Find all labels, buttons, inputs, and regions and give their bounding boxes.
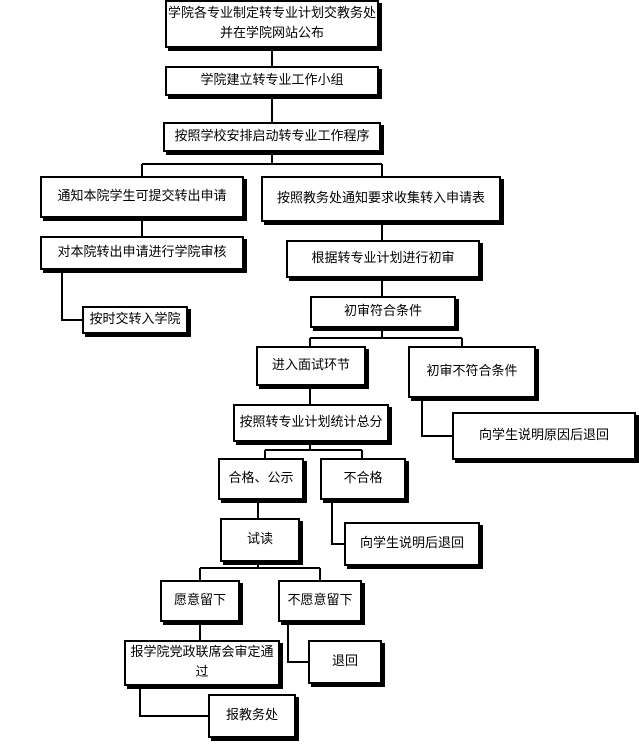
step-review-transfer-out: 对本院转出申请进行学院审核 — [40, 236, 244, 270]
node-label: 根据转专业计划进行初审 — [311, 251, 455, 266]
step-start-procedure: 按照学校安排启动转专业工作程序 — [163, 122, 381, 152]
node-label: 按时交转入学院 — [89, 312, 181, 327]
node-label: 不愿意留下 — [287, 593, 353, 608]
step-unqualified: 不合格 — [320, 458, 406, 500]
node-label: 报教务处 — [225, 708, 278, 723]
step-party-committee-approval: 报学院党政联席会审定通过 — [124, 640, 280, 686]
step-initial-review: 根据转专业计划进行初审 — [286, 240, 480, 278]
node-label: 按照教务处通知要求收集转入申请表 — [276, 191, 485, 206]
step-submit-to-college: 按时交转入学院 — [82, 306, 188, 334]
node-label: 对本院转出申请进行学院审核 — [57, 245, 227, 260]
node-label: 进入面试环节 — [271, 358, 350, 373]
node-label: 试读 — [246, 532, 273, 547]
step-initial-fail: 初审不符合条件 — [408, 346, 536, 398]
step-report-academic-affairs: 报教务处 — [208, 694, 296, 738]
node-label: 合格、公示 — [228, 471, 294, 486]
node-label: 按照转专业计划统计总分 — [239, 415, 383, 430]
step-interview: 进入面试环节 — [256, 346, 366, 386]
node-label: 向学生说明后退回 — [359, 536, 464, 551]
step-notify-transfer-out: 通知本院学生可提交转出申请 — [40, 176, 244, 218]
step-willing-to-stay: 愿意留下 — [160, 580, 240, 622]
node-label: 学院建立转专业工作小组 — [200, 73, 344, 88]
node-label: 不合格 — [343, 471, 383, 486]
step-unwilling-to-stay: 不愿意留下 — [278, 580, 362, 622]
step-publish-plan-line2: 并在学院网站公布 — [219, 26, 324, 41]
node-label: 按照学校安排启动转专业工作程序 — [174, 129, 370, 144]
step-return: 退回 — [308, 640, 382, 684]
step-build-working-group: 学院建立转专业工作小组 — [165, 66, 379, 96]
node-label: 初审符合条件 — [343, 304, 422, 319]
step-publish-plan-line1: 学院各专业制定转专业计划交教务处 — [167, 6, 376, 21]
node-label: 退回 — [331, 654, 358, 669]
node-label: 报学院党政联席会审定通过 — [130, 645, 274, 680]
step-trial-study: 试读 — [220, 518, 300, 562]
node-label: 愿意留下 — [173, 593, 226, 608]
step-qualified-publicize: 合格、公示 — [218, 458, 304, 500]
step-explain-and-return: 向学生说明原因后退回 — [452, 412, 636, 460]
step-initial-pass: 初审符合条件 — [310, 296, 456, 328]
node-label: 通知本院学生可提交转出申请 — [57, 189, 227, 204]
step-explain-return: 向学生说明后退回 — [344, 522, 480, 566]
step-total-score: 按照转专业计划统计总分 — [233, 404, 389, 442]
step-publish-plan: 学院各专业制定转专业计划交教务处 并在学院网站公布 — [165, 0, 379, 48]
node-label: 初审不符合条件 — [426, 364, 518, 379]
step-collect-transfer-in: 按照教务处通知要求收集转入申请表 — [261, 176, 501, 222]
node-label: 向学生说明原因后退回 — [478, 428, 609, 443]
